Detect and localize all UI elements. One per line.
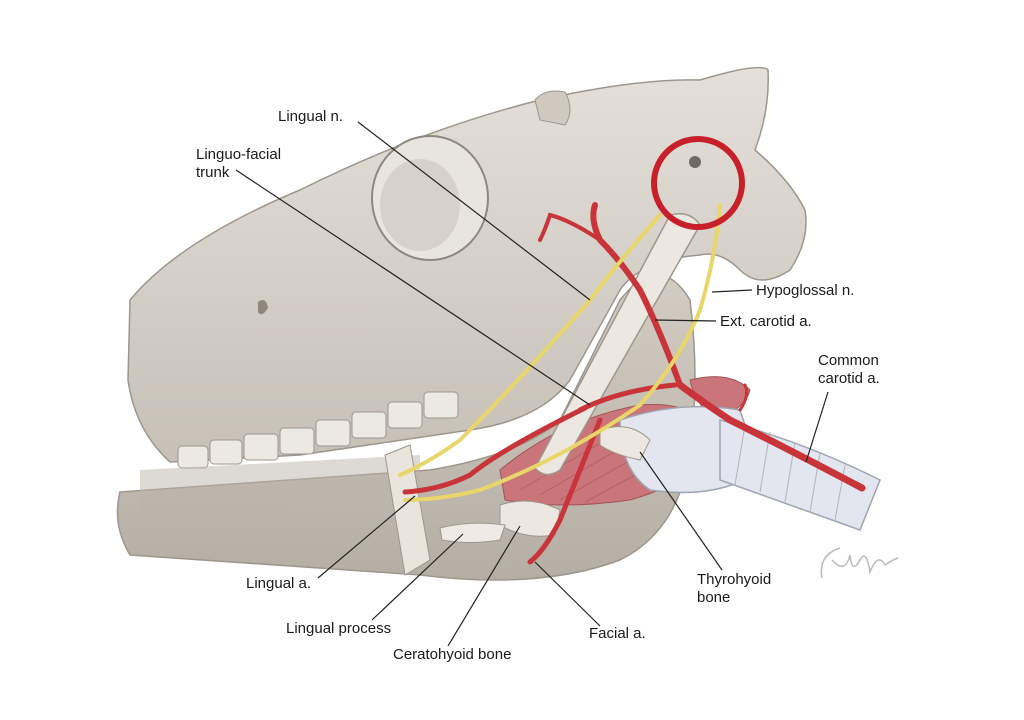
- hypoglossal-nerve: [403, 203, 722, 502]
- tmj-foramen: [689, 156, 701, 168]
- leader-hypoglossal: [711, 289, 753, 293]
- ceratohyoid-bone-shape: [499, 500, 561, 537]
- lower-jaw-body: [140, 455, 420, 520]
- thyrohyoid-bone-shape: [599, 426, 651, 461]
- upper-teeth: [177, 391, 459, 469]
- lingual-artery: [402, 405, 588, 495]
- linguo-facial-trunk-artery: [577, 382, 678, 413]
- highlight-circle: [651, 136, 745, 230]
- label-external-carotid-artery: Ext. carotid a.: [720, 313, 812, 330]
- orbit-inner: [380, 159, 460, 251]
- nerves: [398, 203, 722, 502]
- artist-signature: [820, 547, 899, 579]
- leader-ext-carotid: [654, 319, 717, 322]
- label-lingual-artery: Lingual a.: [246, 575, 312, 592]
- leader-common-carotid: [805, 391, 829, 463]
- label-lingual-process: Lingual process: [286, 620, 392, 637]
- label-ceratohyoid-bone: Ceratohyoid bone: [393, 646, 512, 663]
- leader-lingual-a: [317, 495, 416, 579]
- infraorbital-foramen: [258, 300, 268, 315]
- facial-artery: [527, 417, 603, 565]
- trachea: [719, 419, 881, 531]
- leader-thyrohyoid: [639, 451, 723, 571]
- small-branch: [738, 383, 749, 412]
- lingual-nerve: [398, 213, 662, 477]
- leader-facial-a: [534, 561, 601, 627]
- leader-ceratohyoid: [447, 525, 521, 647]
- stylohyoid-bone: [534, 213, 701, 476]
- label-lingual-nerve: Lingual n.: [278, 108, 344, 125]
- leader-lines: [235, 121, 829, 647]
- maxillary-branch: [538, 212, 602, 242]
- leader-lingual-process: [371, 533, 464, 621]
- external-carotid-artery: [590, 202, 683, 388]
- label-hypoglossal-nerve: Hypoglossal n.: [756, 282, 855, 299]
- lingual-process-shape: [439, 522, 506, 543]
- frontal-process: [534, 90, 571, 126]
- arteries: [402, 202, 866, 565]
- label-facial-artery: Facial a.: [589, 625, 646, 642]
- mandible-cut-section: [384, 444, 431, 576]
- leader-lingual-n: [357, 121, 591, 301]
- leader-linguo-facial: [235, 169, 591, 406]
- common-carotid-artery: [676, 381, 866, 492]
